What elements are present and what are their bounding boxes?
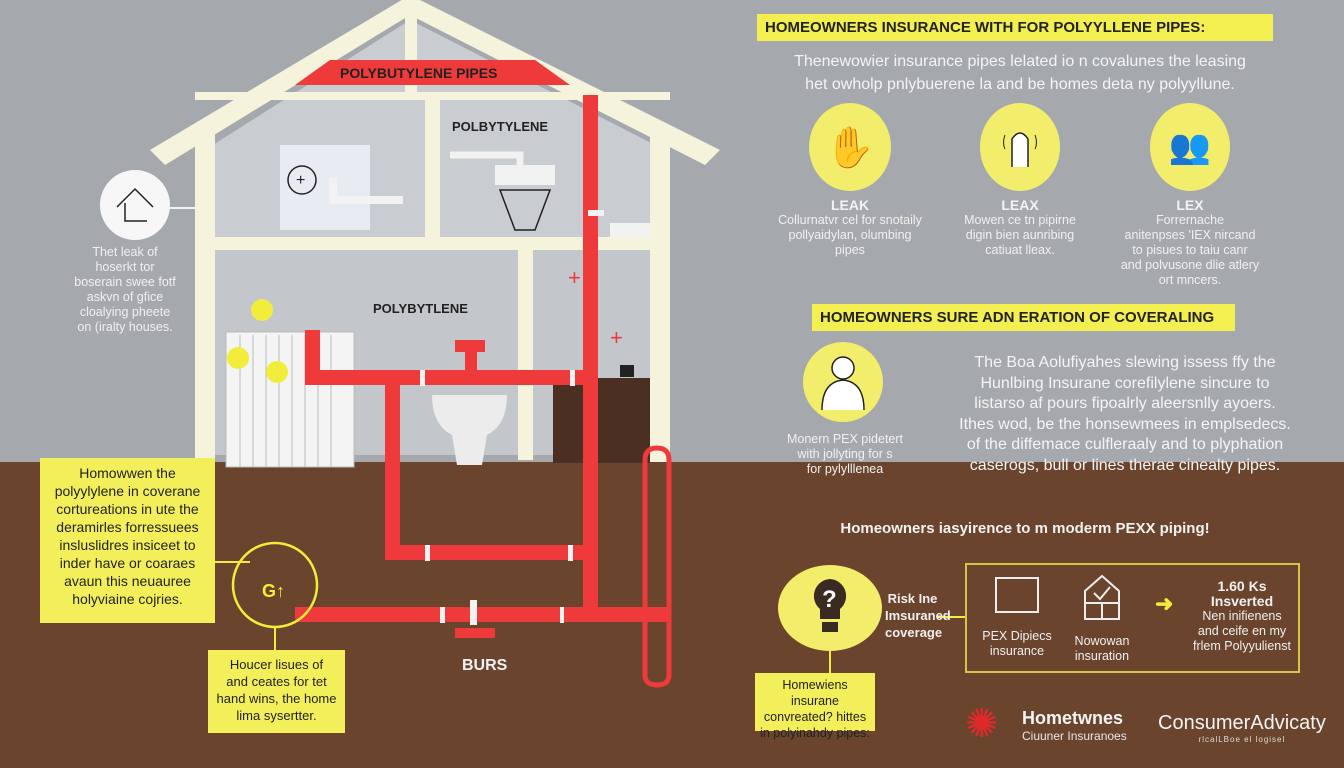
- ground-label: BURS: [462, 657, 508, 674]
- red-pipes: [295, 95, 670, 638]
- pipe-fittings: [420, 210, 604, 625]
- section3-header: Homeowners iasyirence to m moderm PEXX p…: [840, 520, 1210, 537]
- svg-text:G↑: G↑: [262, 581, 285, 601]
- hand-icon: ✋: [809, 103, 891, 191]
- heater-icon: [498, 189, 552, 231]
- arrow-right-icon: ➜: [1155, 591, 1174, 616]
- red-loop-pipe: [642, 445, 672, 688]
- window: [280, 145, 370, 230]
- logo2: ConsumerAdvicaty rlcalLBoe el logisel: [1158, 712, 1326, 744]
- lower-room-label: POLYBYTLENE: [373, 301, 468, 316]
- white-pipe: [329, 178, 403, 204]
- svg-text:+: +: [568, 265, 581, 290]
- toilet: [432, 395, 507, 465]
- upper-divider: [425, 95, 440, 240]
- plus-circle-icon: [287, 165, 317, 195]
- pipe-burst-icon: [980, 103, 1060, 191]
- house-check-icon: [1084, 574, 1120, 620]
- logo1: Hometwnes Ciuuner Insuranoes: [1022, 708, 1127, 743]
- warning-icon: [251, 299, 273, 321]
- upper-room-label: POLBYTYLENE: [452, 119, 549, 134]
- roof: [150, 0, 720, 165]
- floor-beam: [195, 237, 670, 250]
- left-wall: [195, 130, 215, 462]
- section2-header: HOMEOWNERS SURE ADN ERATION OF COVERALIN…: [812, 304, 1235, 331]
- section1-subtitle: Thenewowier insurance pipes lelated io n…: [794, 53, 1246, 93]
- person-icon: [803, 342, 883, 422]
- warning-icon: [266, 361, 288, 383]
- section1-header: HOMEOWNERS INSURANCE WITH FOR POLYYLLENE…: [757, 14, 1273, 41]
- right-wall: [650, 130, 670, 462]
- banner-shape: [295, 60, 570, 85]
- house-outline-icon: [100, 170, 170, 240]
- monitor-chart-icon: [995, 577, 1039, 613]
- lightbulb-question-icon: ?: [778, 565, 882, 651]
- svg-text:+: +: [610, 325, 623, 350]
- banner-label: POLYBUTYLENE PIPES: [340, 65, 498, 81]
- logo1-icon: ✺: [965, 702, 999, 746]
- lower-divider: [518, 250, 533, 460]
- section2-paragraph: The Boa Aolufiyahes slewing issess ffy t…: [959, 354, 1291, 474]
- svg-text:+: +: [296, 172, 305, 189]
- cabinet: [553, 378, 650, 463]
- people-icon: 👥: [1150, 103, 1230, 191]
- warning-icon: [227, 347, 249, 369]
- svg-text:?: ?: [822, 586, 837, 613]
